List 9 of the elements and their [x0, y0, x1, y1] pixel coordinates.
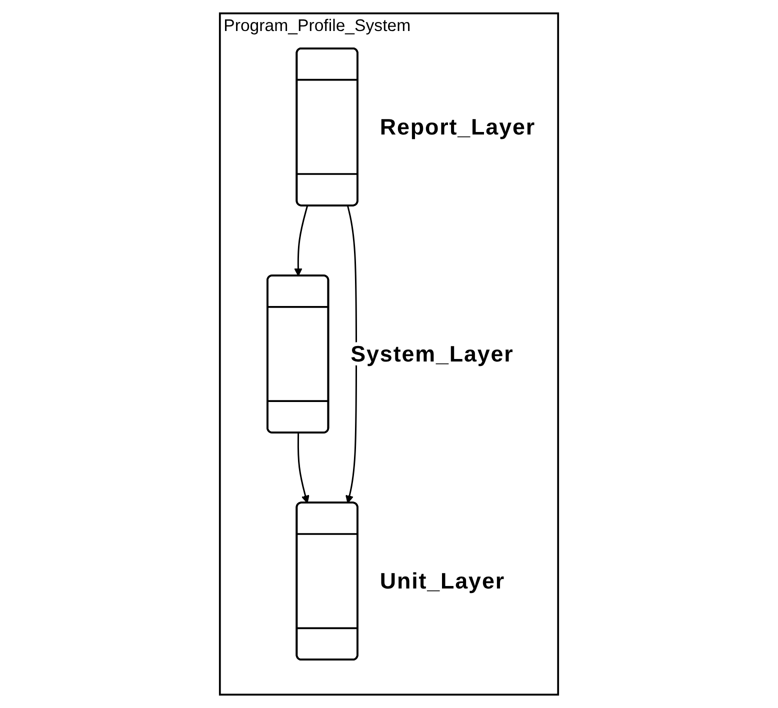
layer-box [296, 502, 358, 661]
package-title: Program_Profile_System [224, 16, 411, 35]
arrow [294, 206, 308, 276]
arrow [297, 432, 310, 504]
layer-label: Unit_Layer [380, 568, 506, 594]
layer-box [296, 47, 358, 206]
arrow [345, 206, 358, 504]
layer-label: Report_Layer [380, 114, 536, 140]
layer-box [266, 274, 330, 434]
